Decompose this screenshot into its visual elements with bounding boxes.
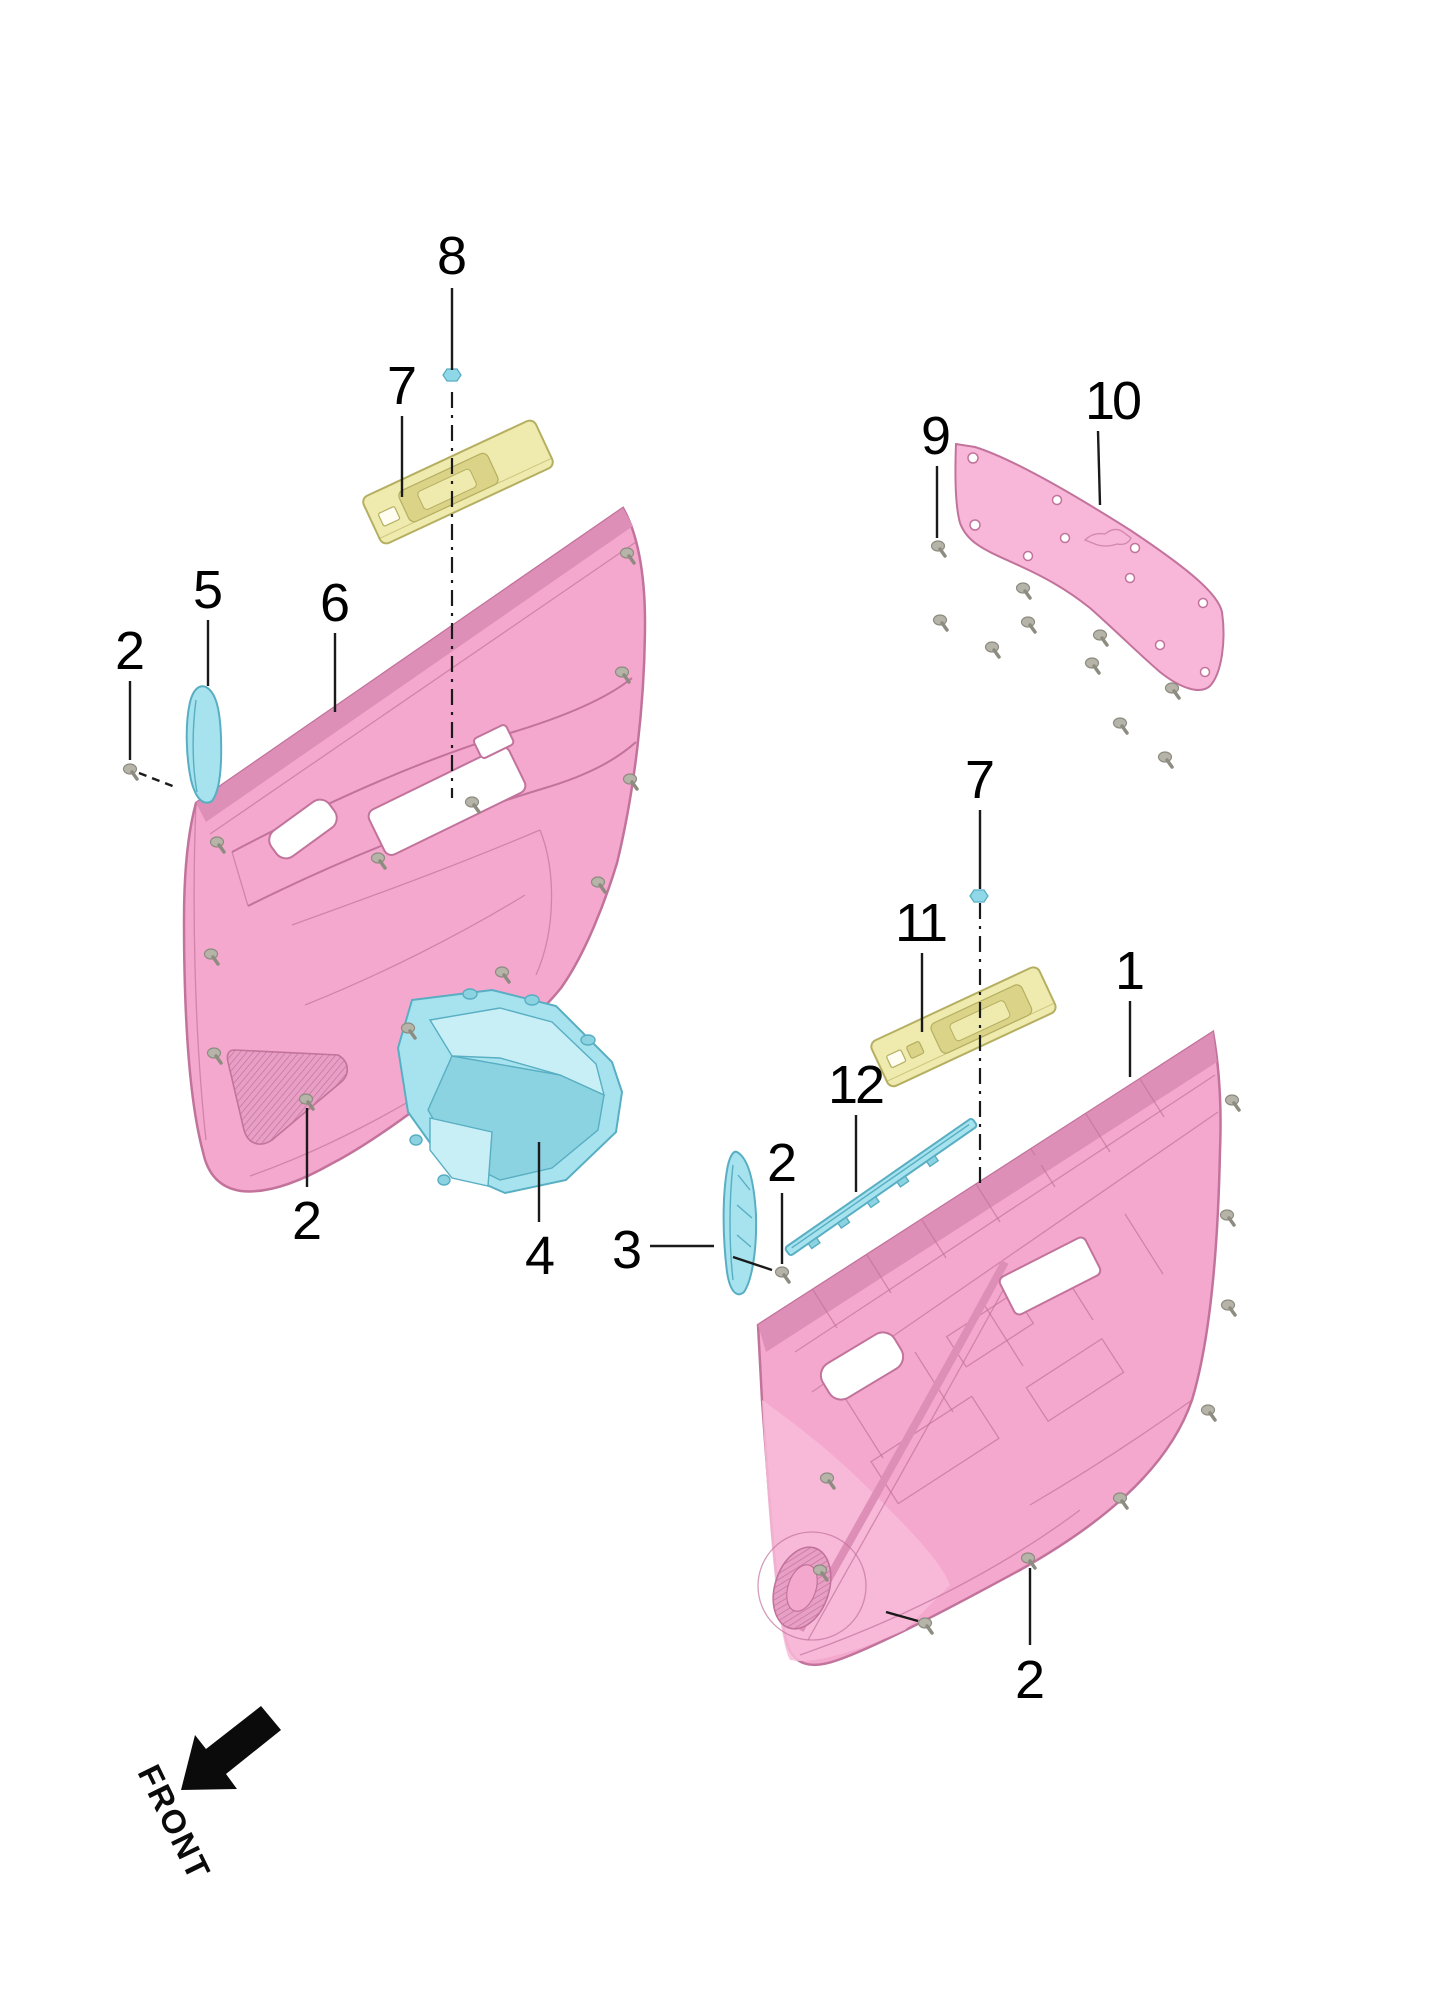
callout-11: 11 xyxy=(895,893,946,953)
clip-icon xyxy=(969,889,989,903)
belt-molding-strip xyxy=(784,1118,978,1256)
screw-icon xyxy=(929,539,947,558)
front-arrow-icon xyxy=(181,1706,281,1790)
callout-1: 1 xyxy=(1115,941,1145,1001)
callout-2-upper-left: 2 xyxy=(115,621,145,681)
callout-2-speaker: 2 xyxy=(292,1191,322,1251)
screw-icon xyxy=(1163,681,1181,700)
callout-2-lower-right: 2 xyxy=(1015,1650,1045,1710)
switch-cutout-right xyxy=(998,1236,1102,1316)
clip-icon xyxy=(442,368,462,382)
callout-6: 6 xyxy=(320,573,350,633)
callout-8: 8 xyxy=(437,226,467,286)
callout-2-middle: 2 xyxy=(767,1133,797,1193)
screw-icon xyxy=(121,762,139,781)
callout-4: 4 xyxy=(525,1226,555,1286)
pillar-trim-right xyxy=(722,1150,758,1296)
panel-top-edge xyxy=(196,508,633,822)
screw-icon xyxy=(1019,615,1037,634)
screw-icon xyxy=(1091,628,1109,647)
map-pocket-bin xyxy=(396,988,624,1195)
screw-icon xyxy=(983,640,1001,659)
door-trim-panel-right xyxy=(756,1029,1222,1667)
car-emblem-cutout xyxy=(1083,528,1132,547)
front-direction-marker: FRONT xyxy=(131,1706,281,1886)
screw-icon xyxy=(916,1616,934,1635)
door-pull-opening xyxy=(268,798,338,860)
callout-12: 12 xyxy=(828,1055,883,1115)
callout-5: 5 xyxy=(193,560,223,620)
door-pull-opening xyxy=(819,1331,905,1401)
callout-7-left: 7 xyxy=(387,356,417,416)
callout-10: 10 xyxy=(1085,371,1140,431)
callout-7-right: 7 xyxy=(965,750,995,810)
callout-3: 3 xyxy=(612,1220,642,1280)
screw-icon xyxy=(1014,581,1032,600)
switch-bezel-right xyxy=(870,966,1057,1088)
screw-icon xyxy=(1111,716,1129,735)
leader-lines xyxy=(128,288,1132,1645)
switch-cutout-left xyxy=(367,724,527,856)
screw-icon xyxy=(1156,750,1174,769)
screw-icon xyxy=(1219,1298,1237,1317)
screw-icon xyxy=(1199,1403,1217,1422)
switch-bezel-left xyxy=(362,419,554,545)
pillar-trim-left xyxy=(185,685,223,804)
watershield-panel xyxy=(954,442,1225,691)
screw-icon xyxy=(931,613,949,632)
screw-icon xyxy=(1218,1208,1236,1227)
callouts: 8 7 5 2 6 9 10 2 4 3 2 12 7 11 1 2 xyxy=(115,226,1145,1710)
callout-9: 9 xyxy=(921,406,951,466)
screw-icon xyxy=(1083,656,1101,675)
screw-icon xyxy=(1223,1093,1241,1112)
speaker-grille-left xyxy=(226,1049,349,1145)
screw-icon xyxy=(773,1265,791,1284)
